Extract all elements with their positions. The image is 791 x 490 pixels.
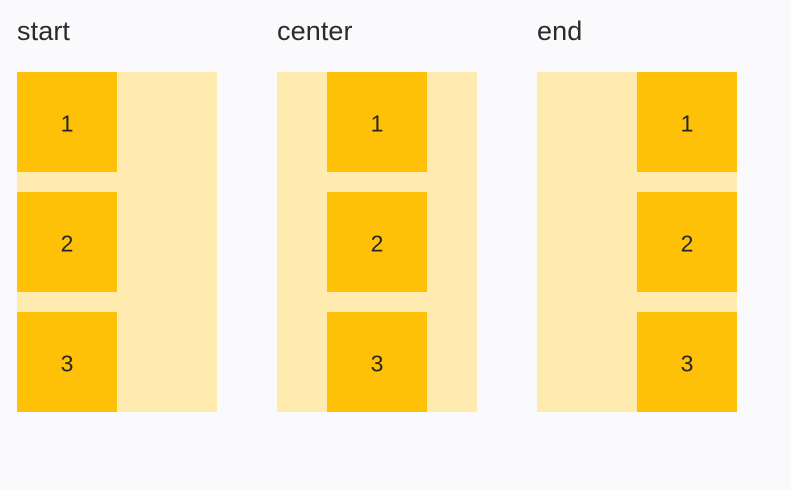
flex-item-label: 3 [680,350,694,377]
group-label-end: end [537,16,583,46]
flex-item: 2 [17,192,117,292]
group-label-center: center [277,16,353,46]
flex-item: 1 [17,72,117,172]
flex-container-end: 1 2 3 [537,72,737,412]
flex-item-label: 2 [60,230,74,257]
flex-item-label: 1 [60,110,74,137]
flex-item: 1 [637,72,737,172]
flex-item-label: 2 [370,230,384,257]
flex-item-label: 1 [370,110,384,137]
flex-item: 3 [637,312,737,412]
flex-item: 1 [327,72,427,172]
flex-item-label: 2 [680,230,694,257]
flex-item-label: 3 [60,350,74,377]
flex-item: 2 [327,192,427,292]
flex-item-label: 1 [680,110,694,137]
flex-item-label: 3 [370,350,384,377]
flex-item: 3 [17,312,117,412]
flex-container-center: 1 2 3 [277,72,477,412]
group-label-start: start [17,16,71,46]
flex-container-start: 1 2 3 [17,72,217,412]
flex-item: 2 [637,192,737,292]
flex-item: 3 [327,312,427,412]
